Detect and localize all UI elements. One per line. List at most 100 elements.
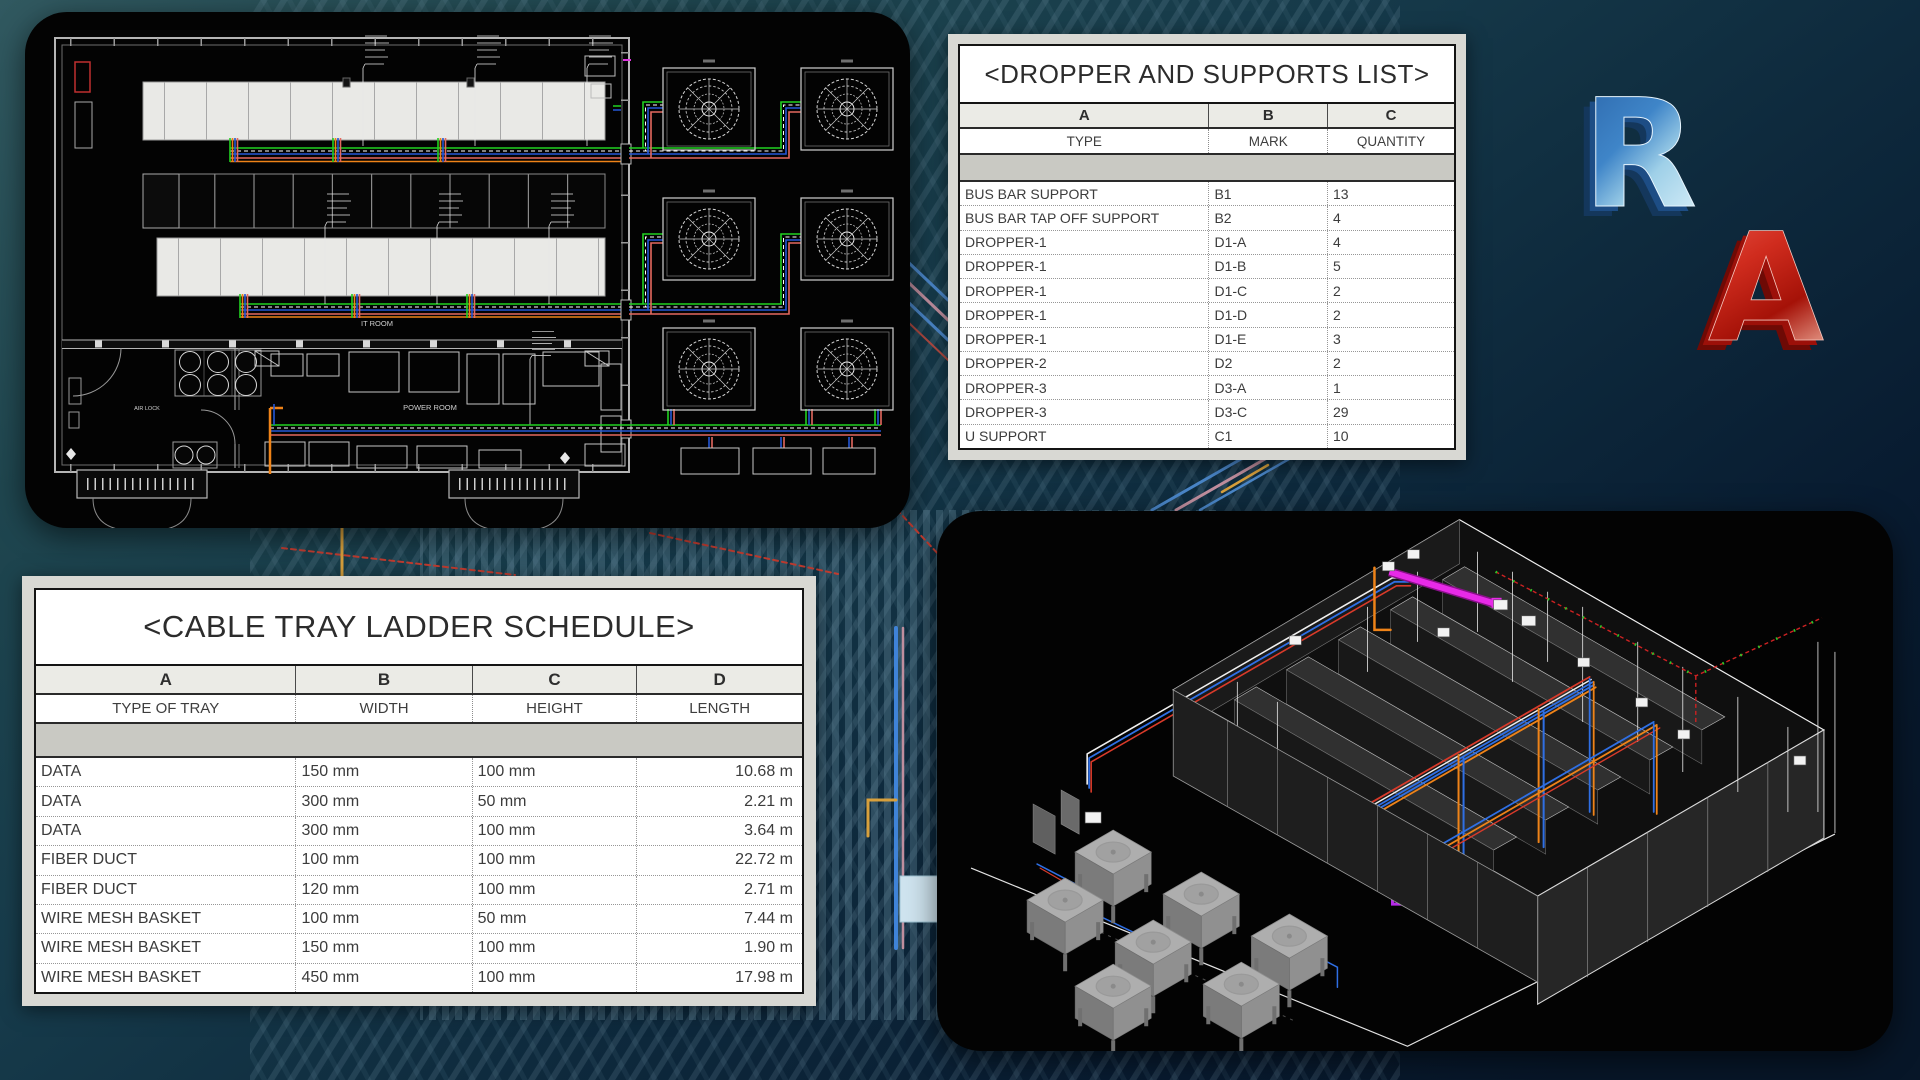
autocad-letter-shadow: A [1696,212,1812,377]
rack-rows [1233,566,1726,885]
cell-tray-type: FIBER DUCT [36,875,297,904]
autocad-logo: A A A [1690,182,1850,377]
column-letter: A [960,104,1210,127]
cell-type: DROPPER-1 [960,279,1210,303]
cell-mark: D1-D [1209,303,1329,327]
cell-mark: D3-A [1209,376,1329,400]
cell-tray-type: WIRE MESH BASKET [36,934,297,963]
revit-letter-mid: R [1576,73,1692,247]
cell-mark: D1-E [1209,327,1329,351]
air-lock-label: AIR LOCK [134,406,160,412]
cell-tray-type: DATA [36,787,297,816]
cell-type: U SUPPORT [960,424,1210,448]
column-letter: C [473,666,638,693]
fan-unit-icon [661,59,757,152]
hvac-units [1027,830,1327,1051]
cell-height: 100 mm [473,758,638,787]
it-room-label: IT ROOM [361,319,393,328]
cell-height: 100 mm [473,875,638,904]
column-header: TYPE [960,129,1210,153]
cell-quantity: 13 [1333,185,1349,202]
cell-quantity: 1 [1333,379,1341,396]
dropper-column-letters: A B C [960,104,1454,129]
cell-type: DROPPER-1 [960,230,1210,254]
cell-width: 120 mm [296,875,473,904]
left-pillars [1032,789,1080,855]
column-header: TYPE OF TRAY [36,695,297,722]
isometric-3d-view [970,519,1836,1051]
column-header: LENGTH [689,700,751,717]
cell-type: DROPPER-3 [960,400,1210,424]
cell-height: 100 mm [473,816,638,846]
fan-yard-cable-trays [629,101,882,448]
power-room-equipment [254,350,626,469]
cell-width: 100 mm [296,904,473,934]
floor-plan-drawing: IT ROOM POWER ROOM AIR LOCK [54,35,895,528]
building-outline [54,37,630,473]
autocad-letter-mid: A [1702,207,1818,377]
cable-tray-column-letters: A B C D [36,666,802,695]
cell-length: 2.21 m [744,792,793,810]
cell-quantity: 10 [1333,428,1349,445]
background-cable-accents [281,260,1298,950]
cell-height: 100 mm [473,846,638,875]
column-letter: D [713,669,726,689]
cell-height: 50 mm [473,904,638,934]
plan-annotations [66,55,631,464]
cell-type: DROPPER-3 [960,376,1210,400]
cell-type: DROPPER-1 [960,303,1210,327]
cell-mark: D1-A [1209,230,1329,254]
cell-length: 10.68 m [735,763,793,781]
revit-letter-icon: R [1582,68,1698,242]
power-room-cable-trays [268,404,629,474]
cell-quantity: 2 [1333,306,1341,323]
cell-mark: D2 [1209,351,1329,376]
cell-mark: D3-C [1209,400,1329,424]
cell-type: BUS BAR SUPPORT [960,182,1210,206]
power-room-label: POWER ROOM [403,403,457,412]
cell-quantity: 5 [1333,258,1341,275]
fan-unit-icon [661,189,757,282]
fan-unit-icon [799,319,895,412]
column-header: HEIGHT [473,695,638,722]
group-spacer-row [960,155,1454,182]
cell-height: 100 mm [473,934,638,963]
revit-letter-shadow: R [1570,78,1686,248]
it-room-racks [142,77,606,297]
column-letter: C [1385,107,1397,124]
cell-width: 100 mm [296,846,473,875]
cell-width: 450 mm [296,963,473,992]
cell-quantity: 2 [1333,282,1341,299]
cell-width: 150 mm [296,758,473,787]
cell-type: BUS BAR TAP OFF SUPPORT [960,206,1210,230]
fan-unit-icon [661,319,757,412]
cell-type: DROPPER-1 [960,254,1210,279]
cell-quantity: 3 [1333,331,1341,348]
air-lock-room [72,347,262,469]
cell-mark: B1 [1209,182,1329,206]
cell-type: DROPPER-1 [960,327,1210,351]
floor-plan-panel: IT ROOM POWER ROOM AIR LOCK [25,12,910,528]
condenser-fans [661,59,895,475]
column-letter: A [36,666,297,693]
dropper-column-headers: TYPE MARK QUANTITY [960,129,1454,155]
cell-mark: B2 [1209,206,1329,230]
wall-boxes [1084,549,1807,824]
cell-length: 7.44 m [744,910,793,928]
column-letter: B [1209,104,1329,127]
dividing-wall [62,339,622,349]
cell-quantity: 4 [1333,234,1341,251]
cell-quantity: 29 [1333,404,1349,421]
